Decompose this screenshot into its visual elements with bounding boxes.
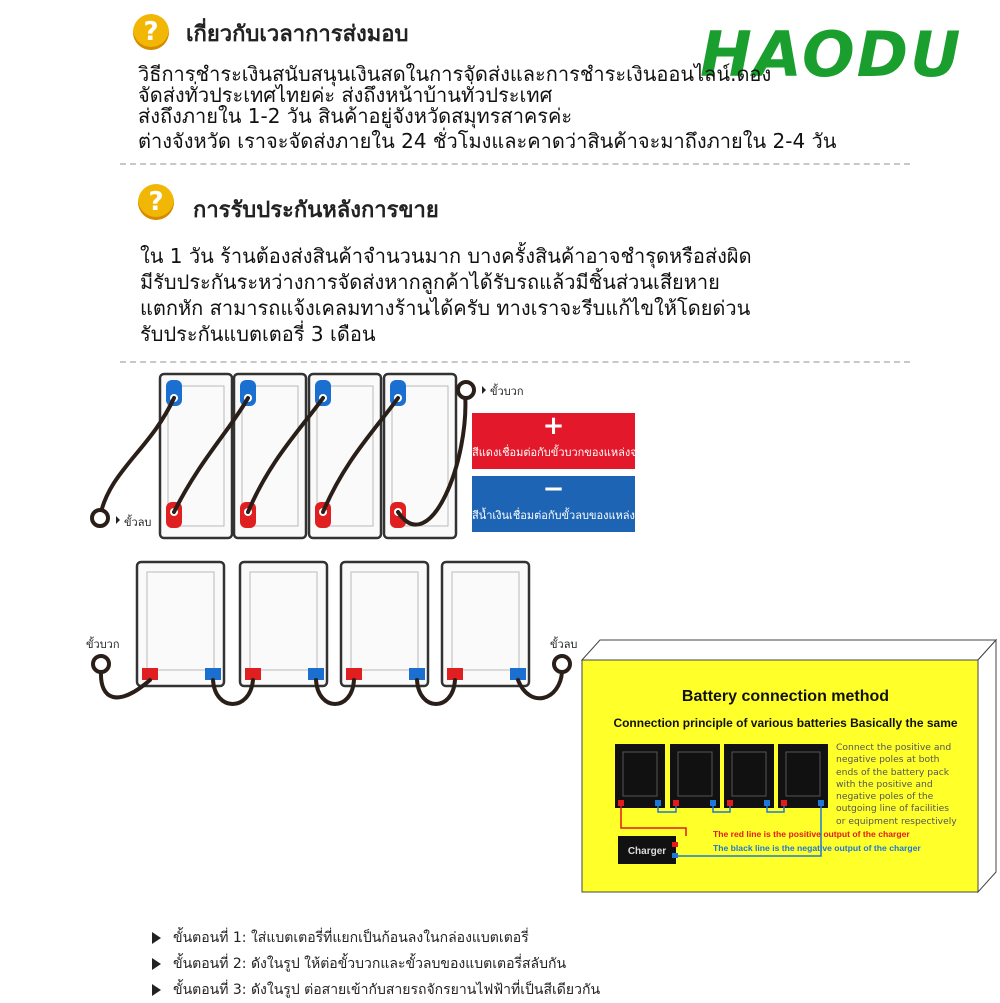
negative-label-top: ขั้วลบ xyxy=(124,514,151,529)
charger-box xyxy=(618,836,676,864)
charger-label: Charger xyxy=(628,846,666,857)
bottom-battery-row xyxy=(135,560,531,688)
positive-label-bottom: ขั้วบวก xyxy=(86,636,120,651)
negative-label-bottom: ขั้วลบ xyxy=(550,636,577,651)
legend-negative-label: สีน้ำเงินเชื่อมต่อกับขั้วลบของแหล่งจ่ายไ… xyxy=(472,509,668,522)
battery-unit xyxy=(158,372,234,540)
red-line-note: The red line is the positive output of t… xyxy=(713,829,910,839)
warranty-line: รับประกันแบตเตอรี่ 3 เดือน xyxy=(140,322,376,346)
legend-negative: − สีน้ำเงินเชื่อมต่อกับขั้วลบของแหล่งจ่า… xyxy=(472,474,668,532)
negative-terminal-ring xyxy=(552,654,572,674)
step-item: ขั้นตอนที่ 3: ดังในรูป ต่อสายเข้ากับสายร… xyxy=(152,977,600,1003)
battery-unit xyxy=(232,372,308,540)
question-icon: ? xyxy=(133,14,169,50)
minus-icon: − xyxy=(542,474,565,504)
mini-wires xyxy=(620,806,822,857)
connection-box-title: Battery connection method xyxy=(681,688,890,705)
delivery-line: วิธีการชำระเงินสนับสนุนเงินสดในการจัดส่ง… xyxy=(138,62,772,86)
question-icon: ? xyxy=(138,184,174,220)
step-text: ขั้นตอนที่ 2: ดังในรูป ให้ต่อขั้วบวกและข… xyxy=(173,956,567,972)
delivery-line: ต่างจังหวัด เราจะจัดส่งภายใน 24 ชั่วโมงแ… xyxy=(138,129,837,153)
battery-unit xyxy=(440,560,531,688)
delivery-line: จัดส่งทั่วประเทศไทยค่ะ ส่งถึงหน้าบ้านทั่… xyxy=(138,83,553,107)
delivery-heading: เกี่ยวกับเวลาการส่งมอบ xyxy=(186,22,409,47)
top-battery-row xyxy=(158,372,458,540)
connection-method-box: Charger xyxy=(580,638,998,894)
step-text: ขั้นตอนที่ 3: ดังในรูป ต่อสายเข้ากับสายร… xyxy=(173,982,601,998)
blue-line-note: The black line is the negative output of… xyxy=(713,843,921,853)
section-divider xyxy=(120,361,910,363)
step-item: ขั้นตอนที่ 1: ใส่แบตเตอรี่ที่แยกเป็นก้อน… xyxy=(152,925,600,951)
positive-label-top: ขั้วบวก xyxy=(490,383,524,398)
connection-box-description: Connect the positive and negative poles … xyxy=(836,742,957,827)
warranty-line: ใน 1 วัน ร้านต้องส่งสินค้าจำนวนมาก บางคร… xyxy=(140,244,752,268)
bottom-wires xyxy=(98,670,564,706)
battery-unit xyxy=(135,560,226,688)
plus-icon: + xyxy=(542,411,565,441)
connection-box-subtitle: Connection principle of various batterie… xyxy=(613,716,958,730)
delivery-text: วิธีการชำระเงินสนับสนุนเงินสดในการจัดส่ง… xyxy=(138,64,836,152)
mini-battery-row xyxy=(615,744,828,808)
bullet-arrow-icon xyxy=(152,958,161,970)
negative-terminal-ring xyxy=(90,508,110,528)
brand-logo: HAODU xyxy=(700,18,963,91)
step-text: ขั้นตอนที่ 1: ใส่แบตเตอรี่ที่แยกเป็นก้อน… xyxy=(173,930,529,946)
section-divider xyxy=(120,163,910,165)
positive-terminal-ring xyxy=(91,654,111,674)
delivery-line: ส่งถึงภายใน 1-2 วัน สินค้าอยู่จังหวัดสมุ… xyxy=(138,104,573,128)
warranty-line: มีรับประกันระหว่างการจัดส่งหากลูกค้าได้ร… xyxy=(140,270,720,294)
legend-positive-label: สีแดงเชื่อมต่อกับขั้วบวกของแหล่งจ่ายไฟ xyxy=(472,446,663,459)
battery-wiring-diagram: ขั้วบวก ขั้วลบ ขั้วบวก ขั้วลบ xyxy=(86,372,998,894)
battery-unit xyxy=(307,372,383,540)
bullet-arrow-icon xyxy=(152,984,161,996)
warranty-heading: การรับประกันหลังการขาย xyxy=(193,198,439,223)
positive-terminal-ring xyxy=(456,380,476,400)
battery-unit xyxy=(382,372,458,540)
warranty-line: แตกหัก สามารถแจ้งเคลมทางร้านได้ครับ ทางเ… xyxy=(140,296,751,320)
step-item: ขั้นตอนที่ 2: ดังในรูป ให้ต่อขั้วบวกและข… xyxy=(152,951,600,977)
steps-list: ขั้นตอนที่ 1: ใส่แบตเตอรี่ที่แยกเป็นก้อน… xyxy=(152,925,600,1003)
warranty-text: ใน 1 วัน ร้านต้องส่งสินค้าจำนวนมาก บางคร… xyxy=(140,243,752,347)
battery-unit xyxy=(238,560,329,688)
legend-positive: + สีแดงเชื่อมต่อกับขั้วบวกของแหล่งจ่ายไฟ xyxy=(472,411,663,469)
bullet-arrow-icon xyxy=(152,932,161,944)
battery-unit xyxy=(339,560,430,688)
top-wires xyxy=(98,390,468,527)
